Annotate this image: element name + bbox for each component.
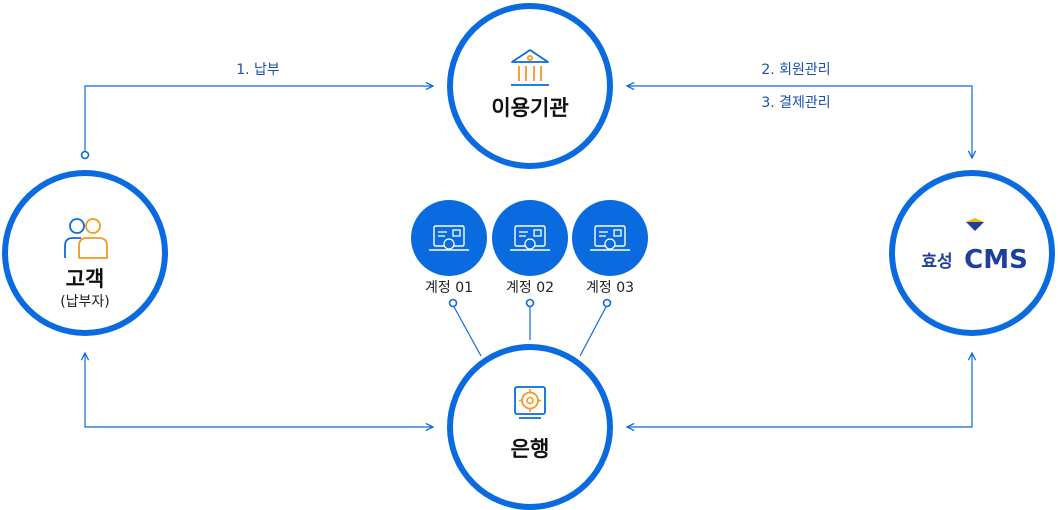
flow-label-settlement-management: 3. 결제관리 — [761, 95, 830, 111]
customers-icon — [64, 218, 108, 259]
account-02-dot — [525, 298, 535, 308]
connector-customer-to-institution — [84, 86, 433, 152]
flow-label-member-management: 2. 회원관리 — [761, 62, 830, 78]
account-card-icon — [510, 225, 550, 251]
institution-label: 이용기관 — [491, 96, 568, 120]
account-01: 계정 01 — [411, 200, 487, 296]
connector-start-dot — [80, 150, 90, 160]
account-02-label: 계정 02 — [506, 280, 554, 296]
account-01-label: 계정 01 — [425, 280, 473, 296]
bank-icon — [511, 49, 549, 86]
customer-sublabel: (납부자) — [60, 294, 110, 310]
account-card-icon — [429, 225, 469, 251]
account-03-dot — [602, 298, 612, 308]
account-03: 계정 03 — [572, 200, 648, 296]
bank-label: 은행 — [511, 437, 550, 461]
account-03-label: 계정 03 — [586, 280, 634, 296]
node-customer: 고객 (납부자) — [2, 170, 168, 336]
account-02: 계정 02 — [492, 200, 568, 296]
node-cms: 효성 CMS — [889, 170, 1055, 336]
connector-customer-bank — [85, 353, 433, 427]
flow-label-payment: 1. 납부 — [236, 62, 280, 78]
account-01-dot — [448, 298, 458, 308]
cms-brand-korean: 효성 — [921, 252, 952, 272]
hyosung-cms-logo: 효성 CMS — [921, 218, 1028, 275]
connector-bank-cms — [627, 353, 972, 427]
connector-account-03-bank — [579, 304, 608, 357]
customer-label: 고객 — [66, 267, 105, 291]
connector-account-01-bank — [452, 304, 482, 357]
node-bank: 은행 — [447, 344, 613, 510]
safe-icon — [514, 386, 546, 419]
node-institution: 이용기관 — [447, 3, 613, 169]
account-card-icon — [590, 225, 630, 251]
cms-brand-latin: CMS — [964, 245, 1028, 275]
connector-institution-cms — [627, 86, 972, 158]
